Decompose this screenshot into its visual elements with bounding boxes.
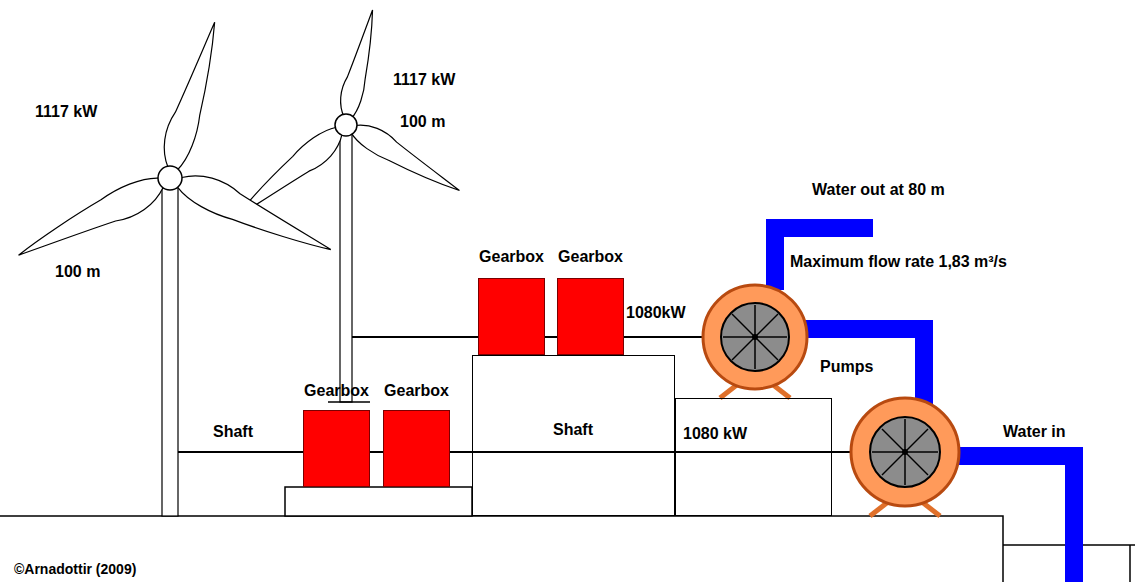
pump-platform: 1080 kW	[675, 398, 832, 516]
water-pipe	[950, 456, 1074, 582]
part-name: Gearbox	[558, 248, 623, 266]
annotation-label: 1117 kW	[35, 103, 97, 121]
impeller-spoke	[882, 429, 928, 475]
gearbox: Gearbox	[557, 278, 624, 355]
gearbox: Gearbox	[478, 278, 545, 355]
turbine-tower	[162, 178, 178, 516]
part-name: Gearbox	[384, 382, 449, 400]
gearbox: Gearbox	[383, 410, 450, 487]
impeller-hub	[902, 449, 908, 455]
turbine-blade	[348, 118, 466, 200]
gearbox: Gearbox	[303, 410, 370, 487]
turbine-blade	[12, 171, 168, 271]
impeller-spoke	[732, 314, 778, 360]
annotation-label: 100 m	[400, 113, 445, 131]
impeller-spoke	[732, 314, 778, 360]
box-label: Shaft	[553, 421, 593, 439]
turbine-hub	[335, 114, 357, 136]
annotation-label: Water in	[1003, 423, 1066, 441]
pump-leg	[870, 502, 888, 516]
impeller-spoke	[882, 429, 928, 475]
pump-casing	[703, 285, 807, 389]
impeller-hub	[752, 334, 758, 340]
annotation-label: Shaft	[213, 423, 253, 441]
part-name: Gearbox	[479, 248, 544, 266]
turbine-hub	[158, 166, 182, 190]
shaft-platform: Shaft	[472, 355, 675, 516]
turbine-blade	[157, 18, 227, 172]
annotation-label: Water out at 80 m	[812, 181, 945, 199]
ground-line	[0, 516, 1003, 582]
box-label: 1080 kW	[683, 425, 747, 443]
water-pipe	[800, 329, 924, 405]
pump-leg	[922, 502, 940, 516]
ground-line	[1129, 545, 1131, 582]
annotation-label: 100 m	[55, 263, 100, 281]
turbine-blade	[336, 7, 382, 120]
annotation-label: 1117 kW	[393, 71, 455, 89]
annotation-label: Maximum flow rate 1,83 m³/s	[790, 253, 1007, 271]
turbine-blade	[174, 166, 338, 262]
pump-casing	[851, 398, 959, 506]
shaft-line	[178, 451, 860, 453]
part-name: Gearbox	[304, 382, 369, 400]
annotation-label: Pumps	[820, 358, 873, 376]
annotation-label: 1080kW	[626, 304, 686, 322]
tower-foot	[328, 401, 370, 403]
copyright-note: ©Arnadottir (2009)	[14, 561, 136, 577]
turbine-tower	[340, 125, 352, 402]
platform	[285, 487, 472, 516]
pump-impeller	[870, 417, 940, 487]
pump-impeller	[721, 303, 789, 371]
